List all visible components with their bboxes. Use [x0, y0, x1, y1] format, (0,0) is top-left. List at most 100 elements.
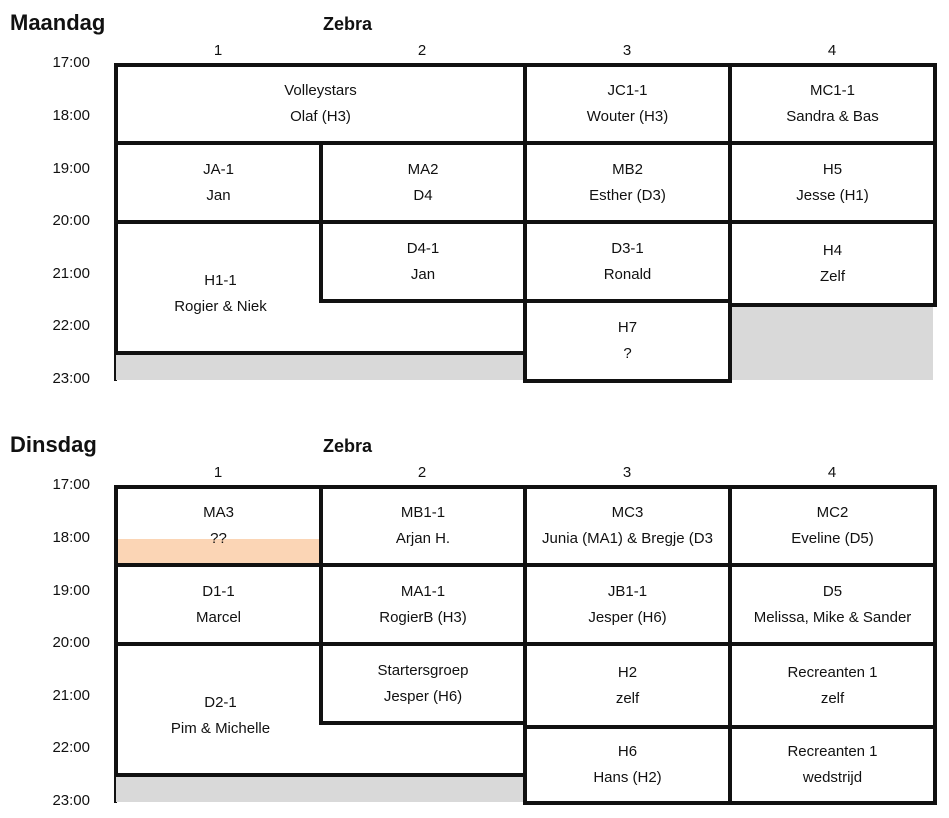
day-title: Maandag	[10, 10, 106, 35]
team-name: JA-1	[203, 160, 234, 178]
court-number: 2	[417, 42, 427, 59]
trainer-name: Zelf	[819, 267, 845, 285]
schedule-cell[interactable]: Recreanten 1 zelf	[728, 642, 937, 729]
trainer-name: Sandra & Bas	[786, 108, 879, 125]
schedule-cell[interactable]: JA-1 Jan	[114, 141, 323, 224]
team-name: H5	[822, 160, 843, 178]
time-label: 22:00	[52, 317, 90, 334]
team-name: H1-1	[204, 271, 237, 289]
team-name: D4-1	[406, 239, 440, 257]
time-label: 20:00	[52, 212, 90, 229]
team-name: MC3	[611, 504, 644, 521]
team-name: H2	[617, 663, 638, 681]
schedule-cell[interactable]: H5 Jesse (H1)	[728, 141, 937, 224]
team-name: MC2	[816, 504, 849, 521]
schedule-cell[interactable]: MA3 ??	[114, 485, 323, 567]
team-name: D1-1	[202, 582, 235, 600]
trainer-name: Rogier & Niek	[174, 297, 267, 315]
team-name: Startersgroep	[377, 661, 469, 679]
trainer-name: Jan	[410, 265, 436, 283]
trainer-name: Jesper (H6)	[588, 608, 667, 626]
schedule-cell[interactable]: H2 zelf	[523, 642, 732, 729]
team-name: JC1-1	[607, 82, 648, 99]
trainer-name: Olaf (H3)	[290, 108, 351, 125]
court-number: 2	[417, 464, 427, 481]
trainer-name: zelf	[615, 689, 640, 707]
schedule-cell[interactable]: D5 Melissa, Mike & Sander	[728, 563, 937, 646]
time-label: 17:00	[52, 476, 90, 493]
trainer-name: Melissa, Mike & Sander	[753, 608, 912, 626]
schedule-cell[interactable]: D3-1 Ronald	[523, 220, 732, 303]
schedule-cell[interactable]: H7 ?	[523, 299, 732, 383]
time-label: 22:00	[52, 739, 90, 756]
schedule-cell[interactable]: MC2 Eveline (D5)	[728, 485, 937, 567]
schedule-cell[interactable]: H4 Zelf	[728, 220, 937, 307]
time-label: 20:00	[52, 634, 90, 651]
time-label: 18:00	[52, 529, 90, 546]
time-label: 23:00	[52, 792, 90, 809]
team-name: MC1-1	[809, 82, 855, 99]
schedule-cell[interactable]: MC3 Junia (MA1) & Bregje (D3	[523, 485, 732, 567]
time-label: 19:00	[52, 582, 90, 599]
venue-label: Zebra	[323, 436, 373, 456]
schedule-cell[interactable]: Startersgroep Jesper (H6)	[319, 642, 527, 725]
trainer-name: Jesper (H6)	[383, 687, 463, 705]
trainer-name: Esther (D3)	[589, 186, 666, 204]
unused-slot	[116, 352, 524, 380]
trainer-name: Hans (H2)	[593, 769, 662, 786]
trainer-name: ??	[210, 530, 227, 547]
court-number: 4	[827, 464, 837, 481]
trainer-name: Wouter (H3)	[586, 108, 669, 125]
trainer-name: D4	[413, 186, 433, 204]
time-label: 21:00	[52, 687, 90, 704]
team-name: H7	[617, 319, 638, 336]
team-name: JB1-1	[607, 582, 648, 600]
trainer-name: Jesse (H1)	[796, 186, 869, 204]
schedule-cell[interactable]: MB1-1 Arjan H.	[319, 485, 527, 567]
trainer-name: Junia (MA1) & Bregje (D3	[542, 530, 713, 547]
court-number: 4	[827, 42, 837, 59]
court-number: 1	[213, 464, 223, 481]
trainer-name: ?	[623, 345, 632, 362]
time-label: 23:00	[52, 370, 90, 387]
team-name: MA1-1	[400, 582, 446, 600]
schedule-cell[interactable]: JC1-1 Wouter (H3)	[523, 63, 732, 145]
team-name: MA2	[407, 160, 439, 178]
schedule-cell[interactable]: Volleystars Olaf (H3)	[114, 63, 527, 145]
team-name: Recreanten 1	[787, 743, 878, 760]
team-name: H4	[822, 241, 843, 259]
team-name: MB1-1	[400, 504, 446, 521]
day-title: Dinsdag	[10, 432, 97, 457]
time-label: 21:00	[52, 265, 90, 282]
team-name: MA3	[203, 504, 234, 521]
court-number: 1	[213, 42, 223, 59]
schedule-cell[interactable]: MB2 Esther (D3)	[523, 141, 732, 224]
time-label: 17:00	[52, 54, 90, 71]
trainer-name: Marcel	[195, 608, 241, 626]
team-name: D5	[822, 582, 843, 600]
unassigned-highlight	[118, 539, 319, 565]
schedule-cell[interactable]: H6 Hans (H2)	[523, 725, 732, 805]
team-name: MB2	[612, 160, 643, 178]
schedule-cell[interactable]: Recreanten 1 wedstrijd	[728, 725, 937, 805]
trainer-name: wedstrijd	[802, 769, 863, 786]
court-number: 3	[622, 42, 632, 59]
trainer-name: Eveline (D5)	[791, 530, 874, 547]
trainer-name: Arjan H.	[395, 530, 451, 547]
team-name: Recreanten 1	[787, 663, 878, 681]
schedule-cell[interactable]: MC1-1 Sandra & Bas	[728, 63, 937, 145]
trainer-name: Pim & Michelle	[170, 719, 271, 737]
unused-slot	[728, 303, 933, 380]
time-label: 19:00	[52, 160, 90, 177]
schedule-cell[interactable]: JB1-1 Jesper (H6)	[523, 563, 732, 646]
team-name: D2-1	[204, 693, 237, 711]
venue-label: Zebra	[323, 14, 373, 34]
trainer-name: Jan	[206, 186, 231, 204]
schedule-cell[interactable]: MA2 D4	[319, 141, 527, 224]
schedule-cell[interactable]: MA1-1 RogierB (H3)	[319, 563, 527, 646]
time-label: 18:00	[52, 107, 90, 124]
team-name: H6	[617, 743, 638, 760]
unused-slot	[116, 774, 524, 802]
schedule-cell[interactable]: D1-1 Marcel	[114, 563, 323, 646]
schedule-cell[interactable]: D4-1 Jan	[319, 220, 527, 303]
